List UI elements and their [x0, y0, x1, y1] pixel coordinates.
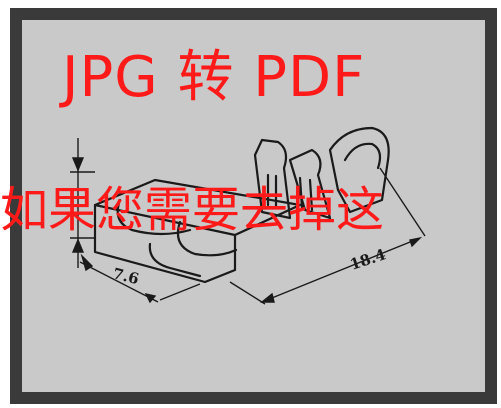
width-arrow-right — [144, 292, 157, 304]
length-dimension-label: 18.4 — [348, 245, 388, 273]
terminal-wing-left — [253, 138, 292, 220]
width-dim-line — [79, 261, 159, 303]
watermark-title: JPG 转 PDF — [62, 45, 366, 110]
height-arrow-top — [71, 157, 85, 172]
drawing-frame — [10, 8, 497, 404]
length-arrow-left — [260, 292, 275, 303]
length-arrow-right — [409, 236, 423, 248]
terminal-base-top — [93, 178, 302, 237]
height-arrow-bottom — [71, 238, 85, 253]
terminal-serrations — [266, 173, 314, 212]
terminal-curl-right — [176, 220, 238, 257]
terminal-insulation-crimp — [328, 126, 390, 214]
length-ext-right — [379, 167, 426, 237]
terminal-front-slot — [148, 242, 202, 278]
width-arrow-left — [80, 253, 94, 272]
width-ext-right — [159, 283, 201, 301]
length-ext-left — [229, 281, 266, 305]
terminal-base-front — [93, 203, 237, 284]
terminal-curl-left — [116, 198, 192, 236]
terminal-insulation-inner — [343, 142, 382, 170]
watermark-subtitle: 如果您需要去掉这 — [0, 182, 385, 238]
length-dim-line — [261, 237, 421, 303]
width-dimension-label: 7.6 — [111, 264, 141, 288]
terminal-wing-right — [288, 148, 332, 220]
